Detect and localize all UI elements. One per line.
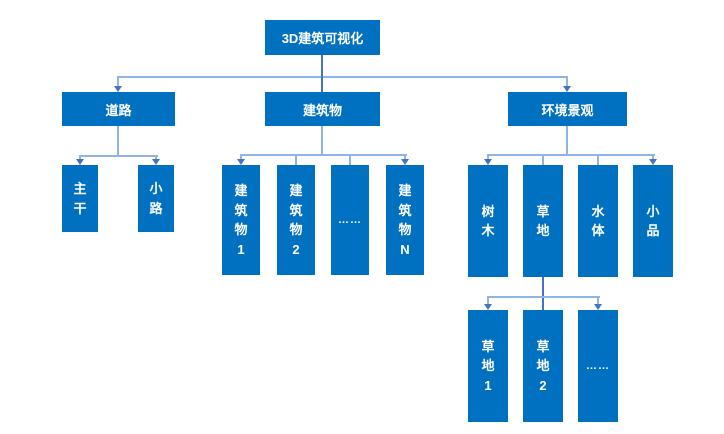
arrow-down-icon xyxy=(484,304,492,310)
connector-roads-stem xyxy=(117,126,119,157)
connector-drop-side-road xyxy=(155,155,157,161)
node-building-2: 建筑物2 xyxy=(277,165,315,275)
node-3d-building-visualization: 3D建筑可视化 xyxy=(265,20,380,55)
node-building-1: 建筑物1 xyxy=(222,165,260,275)
arrow-down-icon xyxy=(76,159,84,165)
connector-drop-water xyxy=(597,154,599,165)
node-main-road: 主干 xyxy=(62,165,98,232)
node-buildings-ellipsis: …… xyxy=(331,165,369,275)
connector-root-to-buildings xyxy=(321,55,323,92)
node-landscape: 环境景观 xyxy=(508,92,627,126)
node-label: 树木 xyxy=(481,203,495,239)
connector-level1-hline xyxy=(117,76,568,78)
node-buildings: 建筑物 xyxy=(265,92,380,126)
connector-buildings-hline xyxy=(240,154,407,156)
arrow-down-icon xyxy=(563,86,571,92)
arrow-down-icon xyxy=(649,159,657,165)
connector-drop-buildings-ellipsis xyxy=(349,154,351,165)
arrow-down-icon xyxy=(152,159,160,165)
arrow-down-icon xyxy=(484,159,492,165)
connector-grass-hline xyxy=(487,296,600,298)
node-grass-2: 草地2 xyxy=(523,310,563,422)
connector-drop-roads xyxy=(117,76,119,87)
node-building-n: 建筑物N xyxy=(386,165,424,275)
connector-landscape-hline xyxy=(487,154,655,156)
node-label: 建筑物 xyxy=(302,102,342,118)
node-roads: 道路 xyxy=(62,92,175,126)
node-side-road: 小路 xyxy=(138,165,174,232)
node-label: 3D建筑可视化 xyxy=(281,31,364,46)
arrow-down-icon xyxy=(237,159,245,165)
connector-drop-main-road xyxy=(79,155,81,161)
connector-drop-building-1 xyxy=(240,154,242,161)
node-grass-1: 草地1 xyxy=(468,310,508,422)
connector-landscape-stem xyxy=(566,126,568,156)
connector-drop-building-2 xyxy=(295,154,297,165)
node-water: 水体 xyxy=(578,165,618,277)
connector-grass-to-grass-2 xyxy=(542,277,544,310)
node-label: 草地2 xyxy=(536,338,550,393)
arrow-down-icon xyxy=(594,304,602,310)
node-grass-ellipsis: …… xyxy=(578,310,618,422)
node-label: 水体 xyxy=(591,203,605,239)
node-label: 主干 xyxy=(73,181,87,216)
node-label: 建筑物N xyxy=(398,183,412,257)
connector-drop-grass-ellipsis xyxy=(597,296,599,304)
connector-buildings-stem xyxy=(321,126,323,156)
node-label: 草地1 xyxy=(481,338,495,393)
arrow-down-icon xyxy=(401,159,409,165)
node-trees: 树木 xyxy=(468,165,508,277)
node-label: 小路 xyxy=(149,181,163,216)
node-label: 建筑物1 xyxy=(234,183,248,257)
connector-drop-grass xyxy=(542,154,544,165)
node-grass: 草地 xyxy=(523,165,563,277)
connector-drop-trees xyxy=(487,154,489,161)
node-label: 建筑物2 xyxy=(289,183,303,257)
ellipsis-label: …… xyxy=(586,360,610,372)
node-label: 草地 xyxy=(536,203,550,239)
arrow-down-icon xyxy=(114,86,122,92)
connector-drop-landscape xyxy=(566,76,568,87)
connector-drop-ornaments xyxy=(652,154,654,161)
connector-drop-grass-1 xyxy=(487,296,489,304)
node-label: 小品 xyxy=(646,203,660,239)
node-ornaments: 小品 xyxy=(633,165,673,277)
connector-drop-building-n xyxy=(404,154,406,161)
node-label: 道路 xyxy=(105,102,132,118)
connector-roads-hline xyxy=(79,155,158,157)
ellipsis-label: …… xyxy=(338,214,362,226)
node-label: 环境景观 xyxy=(541,102,594,118)
